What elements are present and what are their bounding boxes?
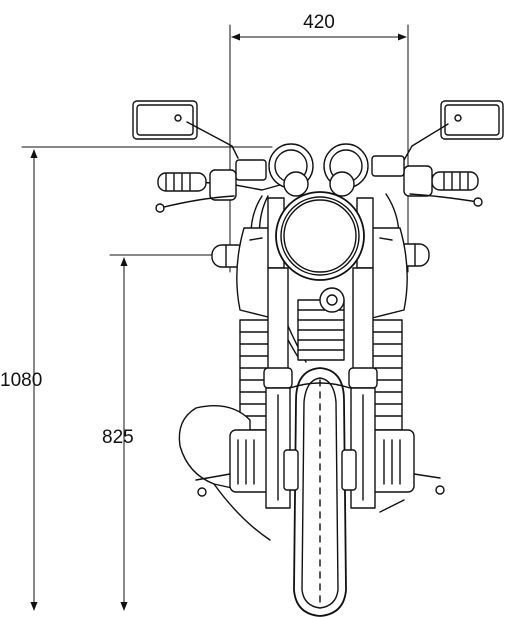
instrument-cluster [268, 143, 369, 197]
brake-calipers [283, 449, 357, 491]
seat-height-dimension: 825 [102, 254, 233, 611]
front-fender [289, 382, 351, 389]
handlebar [155, 155, 483, 213]
front-wheel [293, 367, 347, 617]
width-label: 420 [303, 12, 335, 33]
overall-height-label: 1080 [0, 370, 42, 391]
overall-height-dimension: 1080 [0, 146, 273, 611]
footpegs [195, 473, 445, 513]
right-grip [431, 171, 479, 191]
motorcycle-front-view [132, 100, 504, 617]
headlight [267, 191, 374, 281]
seat-height-label: 825 [102, 427, 134, 448]
right-mirror [403, 100, 504, 161]
left-mirror [132, 100, 239, 159]
radiator-shroud [236, 227, 408, 319]
oil-cooler [297, 287, 345, 361]
width-dimension: 420 [229, 12, 409, 273]
